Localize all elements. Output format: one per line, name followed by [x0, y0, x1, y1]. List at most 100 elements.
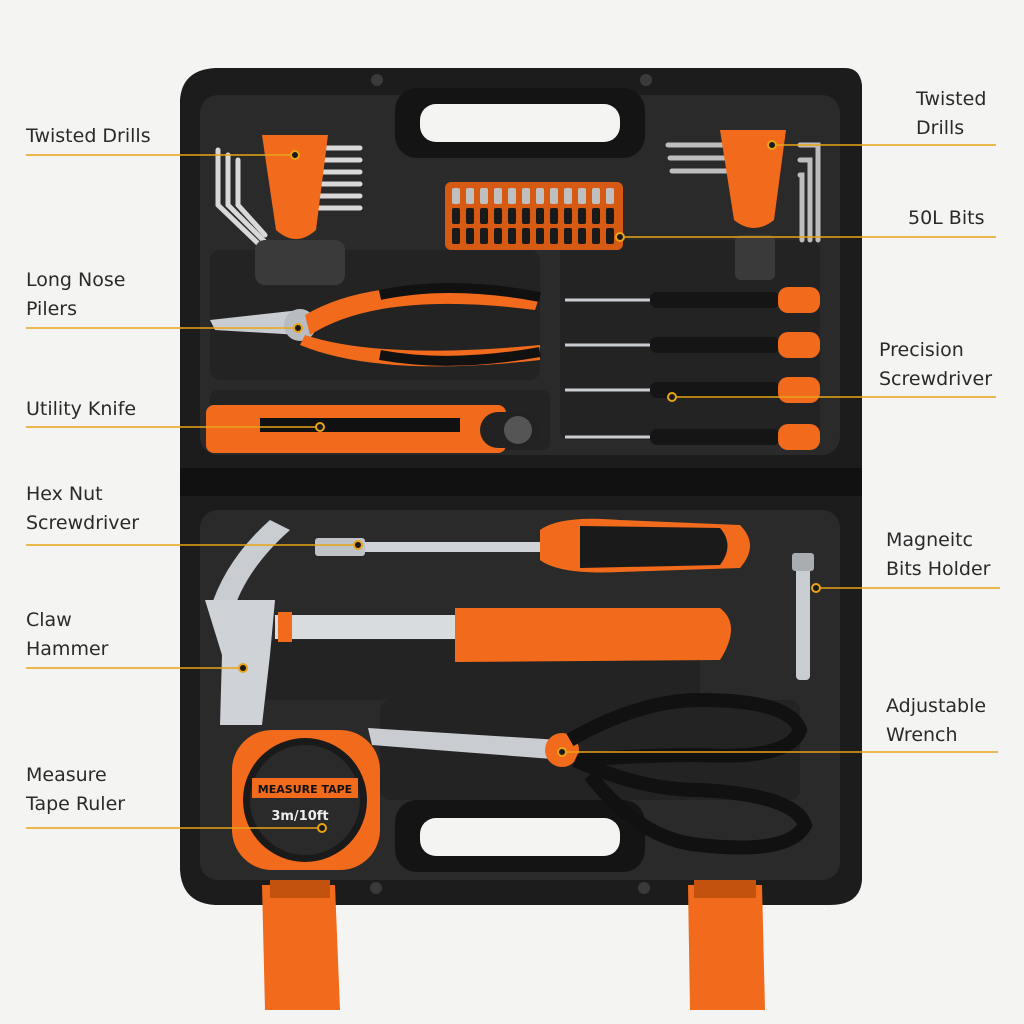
screwdriver-bit [452, 188, 460, 204]
hex-key-set-right [665, 142, 821, 243]
pliers-block [255, 240, 345, 285]
screwdriver-bit [480, 228, 488, 244]
magnetic-bits-holder [792, 553, 814, 680]
callout-text: Wrench [886, 724, 958, 746]
screwdriver-bit [578, 228, 586, 244]
screwdriver-bit [466, 228, 474, 244]
callout-text: Bits Holder [886, 558, 991, 580]
callout-text: Hammer [26, 638, 109, 660]
callout-long-nose-pliers: Long Nose Pilers [26, 266, 125, 324]
latch-right [688, 885, 765, 1010]
adjustable-wrench [368, 692, 813, 855]
callout-text: 50L Bits [908, 207, 985, 229]
screwdriver-bit [508, 188, 516, 204]
screwdriver-bit [508, 208, 516, 224]
utility-knife [206, 405, 540, 453]
callout-50l-bits: 50L Bits [908, 204, 984, 233]
screwdriver-bit [480, 208, 488, 224]
screwdriver-bit [536, 188, 544, 204]
callout-text: Adjustable [886, 695, 987, 717]
latch-left-clip [270, 880, 330, 898]
callout-text: Screwdriver [879, 368, 993, 390]
bit-set-tray [445, 182, 623, 250]
screwdriver-bit [550, 188, 558, 204]
hex-key-holder-right [720, 130, 786, 228]
hex-nut-screwdriver [315, 518, 750, 573]
screwdriver-bit [592, 228, 600, 244]
top-handle-slot [420, 104, 620, 142]
callout-text: Long Nose [26, 269, 126, 291]
screwdriver-cap [778, 424, 820, 450]
holder-base-right [735, 235, 775, 280]
screwdriver-bit [550, 228, 558, 244]
screwdriver-bit [606, 208, 614, 224]
screwdriver-bit [606, 188, 614, 204]
screwdriver-cap [778, 287, 820, 313]
callout-twisted-drills-right: Twisted Drills [916, 85, 986, 143]
tape-brand-text: MEASURE TAPE [258, 783, 352, 796]
callout-text: Drills [916, 117, 965, 139]
callout-text: Utility Knife [26, 398, 137, 420]
screwdriver-cap [778, 332, 820, 358]
screwdriver-cap [778, 377, 820, 403]
screwdriver-bit [480, 188, 488, 204]
callout-adjustable-wrench: Adjustable Wrench [886, 692, 986, 750]
case-screw [640, 74, 652, 86]
screwdriver-bit [592, 208, 600, 224]
callout-text: Measure [26, 764, 107, 786]
callout-text: Pilers [26, 298, 77, 320]
screwdriver-bit [564, 188, 572, 204]
callout-magnetic-bits-holder: Magneitc Bits Holder [886, 526, 990, 584]
callout-hex-nut-screwdriver: Hex Nut Screwdriver [26, 480, 139, 538]
long-nose-pliers [210, 282, 541, 367]
screwdriver-bit [578, 208, 586, 224]
callout-claw-hammer: Claw Hammer [26, 606, 108, 664]
screwdriver-handle [650, 337, 780, 353]
screwdriver-bit [508, 228, 516, 244]
screwdriver-bit [564, 228, 572, 244]
screwdriver-bit [592, 188, 600, 204]
screwdriver-bit [466, 208, 474, 224]
screwdriver-bit [550, 208, 558, 224]
latch-right-clip [694, 880, 756, 898]
callout-twisted-drills-left: Twisted Drills [26, 122, 151, 151]
screwdriver-bit [522, 188, 530, 204]
screwdriver-bit [452, 208, 460, 224]
callout-measure-tape: Measure Tape Ruler [26, 761, 125, 819]
case-screw [371, 74, 383, 86]
leader-dots [238, 140, 821, 833]
screwdriver-handle [650, 382, 780, 398]
screwdriver-bit [564, 208, 572, 224]
screwdriver-bit [606, 228, 614, 244]
case-screw [638, 882, 650, 894]
claw-hammer [205, 520, 731, 725]
screwdriver-bit [536, 208, 544, 224]
screwdriver-bit [494, 228, 502, 244]
screwdriver-bit [466, 188, 474, 204]
hex-key-holder-left [262, 135, 328, 239]
case-hinge [180, 468, 862, 496]
case-screw [370, 882, 382, 894]
callout-precision-screwdriver: Precision Screwdriver [879, 336, 992, 394]
callout-text: Hex Nut [26, 483, 103, 505]
screwdriver-bit [522, 228, 530, 244]
screwdriver-handle [650, 292, 780, 308]
screwdriver-bit [452, 228, 460, 244]
callout-text: Claw [26, 609, 72, 631]
screwdriver-bit [494, 188, 502, 204]
tape-size-text: 3m/10ft [271, 809, 328, 824]
screwdriver-bit [578, 188, 586, 204]
screwdriver-bit [494, 208, 502, 224]
callout-text: Tape Ruler [26, 793, 126, 815]
measure-tape: MEASURE TAPE 3m/10ft [232, 730, 380, 870]
callout-text: Screwdriver [26, 512, 140, 534]
screwdriver-handle [650, 429, 780, 445]
callout-text: Precision [879, 339, 964, 361]
callout-text: Magneitc [886, 529, 974, 551]
callout-utility-knife: Utility Knife [26, 395, 136, 424]
leader-lines [26, 144, 1000, 829]
precision-screwdriver-set [565, 287, 820, 450]
screwdriver-bit [522, 208, 530, 224]
screwdriver-bit [536, 228, 544, 244]
callout-text: Twisted [916, 88, 987, 110]
